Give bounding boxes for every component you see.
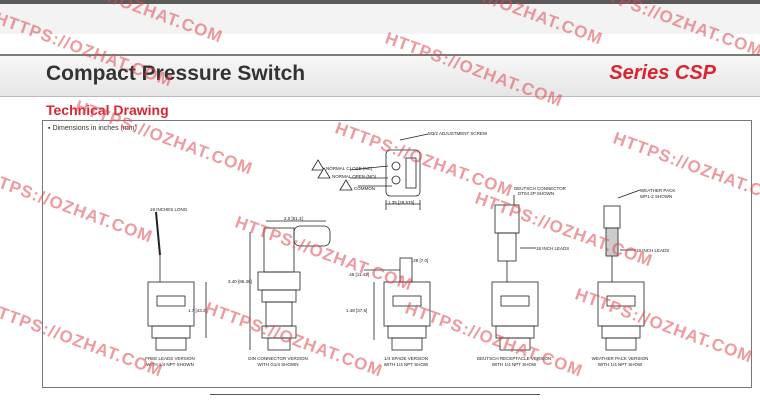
dim-340-label: 3.40 [86.36] — [228, 279, 252, 284]
deutsch-version — [491, 195, 539, 351]
spade-version — [364, 257, 431, 351]
deutsch-sub-label: DT04 2P SHOWN — [518, 191, 555, 196]
common-label: COMMON — [354, 186, 375, 191]
wiring-diagram — [311, 133, 429, 210]
dim-20-label: 2.0 [51.3] — [284, 216, 303, 221]
top-bar — [0, 0, 760, 34]
deutsch-label: DEUTSCH CONNECTOR — [514, 186, 566, 191]
title-band — [0, 54, 760, 97]
free-leads-version — [147, 211, 207, 351]
table-top-border — [210, 394, 540, 401]
dim-17-label: 1.7 [43.2] — [188, 308, 207, 313]
weather-label: WEATHER PACK — [640, 188, 676, 193]
leads-label-weather: 18 INCH LEADS — [636, 248, 670, 253]
weather-sub-label: WP1-2 SHOWN — [640, 194, 673, 199]
dimensions-note: ▪ Dimensions in inches (mm) — [48, 125, 137, 132]
adjust-screw-label: M3/2 ADJUSTMENT SCREW — [428, 131, 488, 136]
dim-45-label: .45 [11.43] — [348, 272, 369, 277]
dim-135-label: 1.35 [28.575] — [388, 200, 415, 205]
din-connector-version — [249, 220, 331, 351]
dim-148-label: 1.48 [37.6] — [346, 308, 368, 313]
normal-open-label: NORMAL OPEN (NO) — [332, 174, 377, 179]
section-heading: Technical Drawing — [46, 102, 169, 118]
series-label: Series CSP — [609, 62, 716, 84]
leads-long-label: 18 INCHES LONG — [150, 207, 188, 212]
weather-pack-version — [597, 189, 645, 351]
leads-label-deutsch: 18 INCH LEADS — [536, 246, 570, 251]
normal-close-label: NORMAL CLOSE (NC) — [326, 166, 373, 171]
dim-28-label: .28 [7.0] — [412, 258, 429, 263]
page-title: Compact Pressure Switch — [46, 62, 306, 85]
